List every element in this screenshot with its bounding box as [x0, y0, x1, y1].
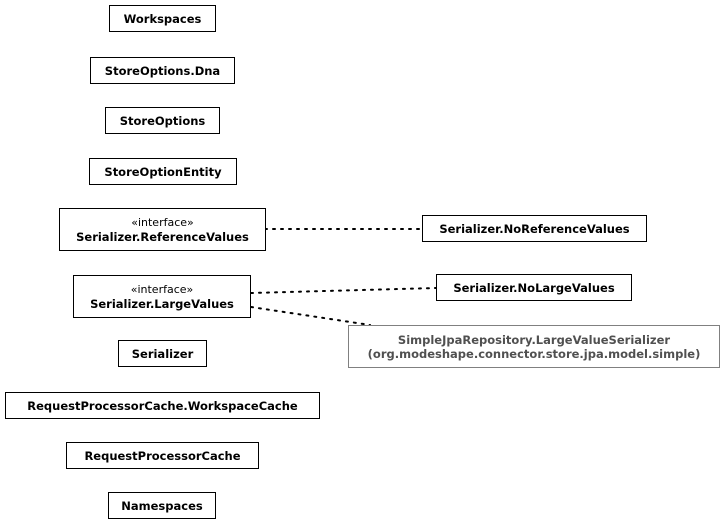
class-serializer-no-reference-values[interactable]: Serializer.NoReferenceValues [422, 215, 647, 242]
stereotype-label: «interface» [130, 282, 194, 296]
class-label: Serializer.LargeValues [90, 296, 234, 311]
class-label: Serializer [131, 346, 194, 361]
class-label: Workspaces [123, 11, 202, 26]
class-request-processor-cache[interactable]: RequestProcessorCache [66, 442, 259, 469]
interface-serializer-reference-values[interactable]: «interface» Serializer.ReferenceValues [59, 208, 266, 251]
class-label: StoreOptions [119, 113, 206, 128]
class-label: Serializer.NoReferenceValues [439, 221, 630, 236]
class-namespaces[interactable]: Namespaces [108, 492, 216, 519]
class-label: Namespaces [121, 498, 203, 513]
class-label: StoreOptions.Dna [104, 63, 221, 78]
class-store-options[interactable]: StoreOptions [105, 107, 220, 134]
class-store-options-dna[interactable]: StoreOptions.Dna [90, 57, 235, 84]
class-serializer[interactable]: Serializer [118, 340, 207, 367]
class-store-option-entity[interactable]: StoreOptionEntity [89, 158, 237, 185]
class-large-value-serializer[interactable]: SimpleJpaRepository.LargeValueSerializer… [348, 325, 720, 368]
class-label: Serializer.NoLargeValues [453, 280, 615, 295]
stereotype-label: «interface» [131, 215, 194, 229]
edge-large-values-to-no-large-values [250, 287, 437, 294]
class-serializer-no-large-values[interactable]: Serializer.NoLargeValues [436, 274, 632, 301]
class-label: RequestProcessorCache [84, 448, 241, 463]
interface-serializer-large-values[interactable]: «interface» Serializer.LargeValues [73, 275, 251, 318]
class-label: SimpleJpaRepository.LargeValueSerializer [397, 332, 671, 347]
class-label: StoreOptionEntity [104, 164, 222, 179]
class-request-processor-cache-workspace-cache[interactable]: RequestProcessorCache.WorkspaceCache [5, 392, 320, 419]
edge-large-values-to-large-value-serializer [250, 306, 371, 326]
class-label: Serializer.ReferenceValues [76, 229, 249, 244]
class-label: RequestProcessorCache.WorkspaceCache [27, 398, 298, 413]
class-workspaces[interactable]: Workspaces [109, 5, 216, 32]
package-label: (org.modeshape.connector.store.jpa.model… [367, 346, 701, 361]
